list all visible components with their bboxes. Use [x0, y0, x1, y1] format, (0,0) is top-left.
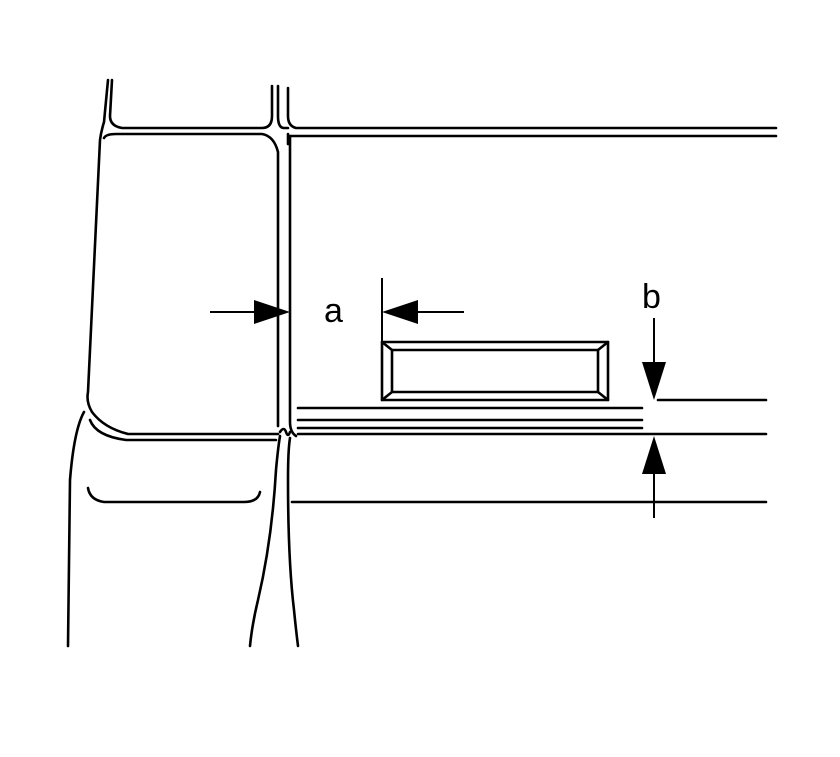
dimension-a-label: a	[324, 292, 343, 330]
dimension-b-label: b	[642, 278, 661, 316]
dimension-b: b	[642, 278, 666, 518]
left-body-panel	[86, 78, 280, 436]
lower-left-panel	[66, 410, 278, 648]
dimension-b-arrow-up-icon	[642, 436, 666, 474]
door-emblem	[380, 340, 610, 402]
door-seam	[248, 84, 778, 648]
dimension-a: a	[210, 278, 464, 398]
dimension-a-arrow-left-icon	[382, 300, 418, 324]
door-body-lines	[290, 398, 768, 504]
dimension-a-arrow-right-icon	[254, 300, 290, 324]
dimension-b-arrow-down-icon	[642, 362, 666, 400]
